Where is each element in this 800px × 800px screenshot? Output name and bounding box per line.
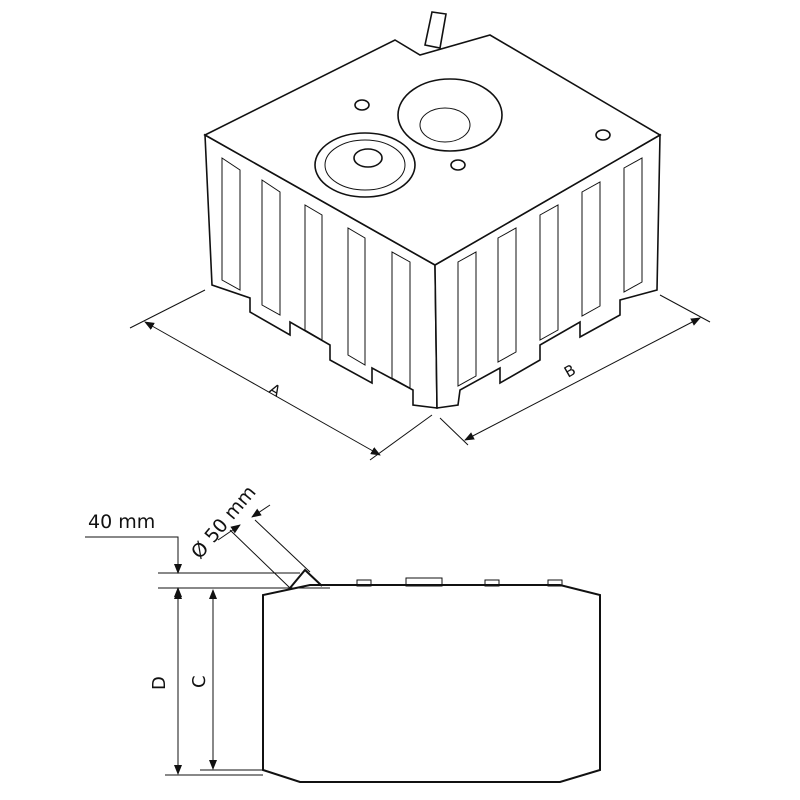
- isometric-tank-view: A B: [129, 11, 711, 461]
- pipe-offset-label: 40 mm: [88, 511, 155, 533]
- side-view: 40 mm Ø 50 mm D C: [85, 481, 601, 783]
- pipe-diameter-label: Ø 50 mm: [187, 481, 261, 563]
- top-bolts: [354, 99, 611, 171]
- dimension-d: D: [149, 589, 182, 775]
- side-bolts: [356, 577, 563, 587]
- dimension-a: A: [129, 289, 433, 461]
- sender-unit: [314, 132, 416, 198]
- tank-side-outline: [262, 584, 601, 783]
- dim-c-label: C: [189, 675, 210, 688]
- funnel-inner: [419, 107, 471, 143]
- dimension-diameter: Ø 50 mm: [187, 481, 311, 589]
- dimension-40mm: 40 mm: [85, 511, 182, 600]
- dim-b-label: B: [561, 361, 579, 382]
- side-pipe: [289, 568, 323, 589]
- dim-a-label: A: [266, 380, 285, 401]
- tank-top-face: [203, 34, 662, 266]
- dim-d-label: D: [149, 676, 170, 690]
- dimension-c: C: [189, 589, 217, 770]
- filler-funnel: [397, 78, 503, 152]
- vent-pipe: [424, 11, 447, 49]
